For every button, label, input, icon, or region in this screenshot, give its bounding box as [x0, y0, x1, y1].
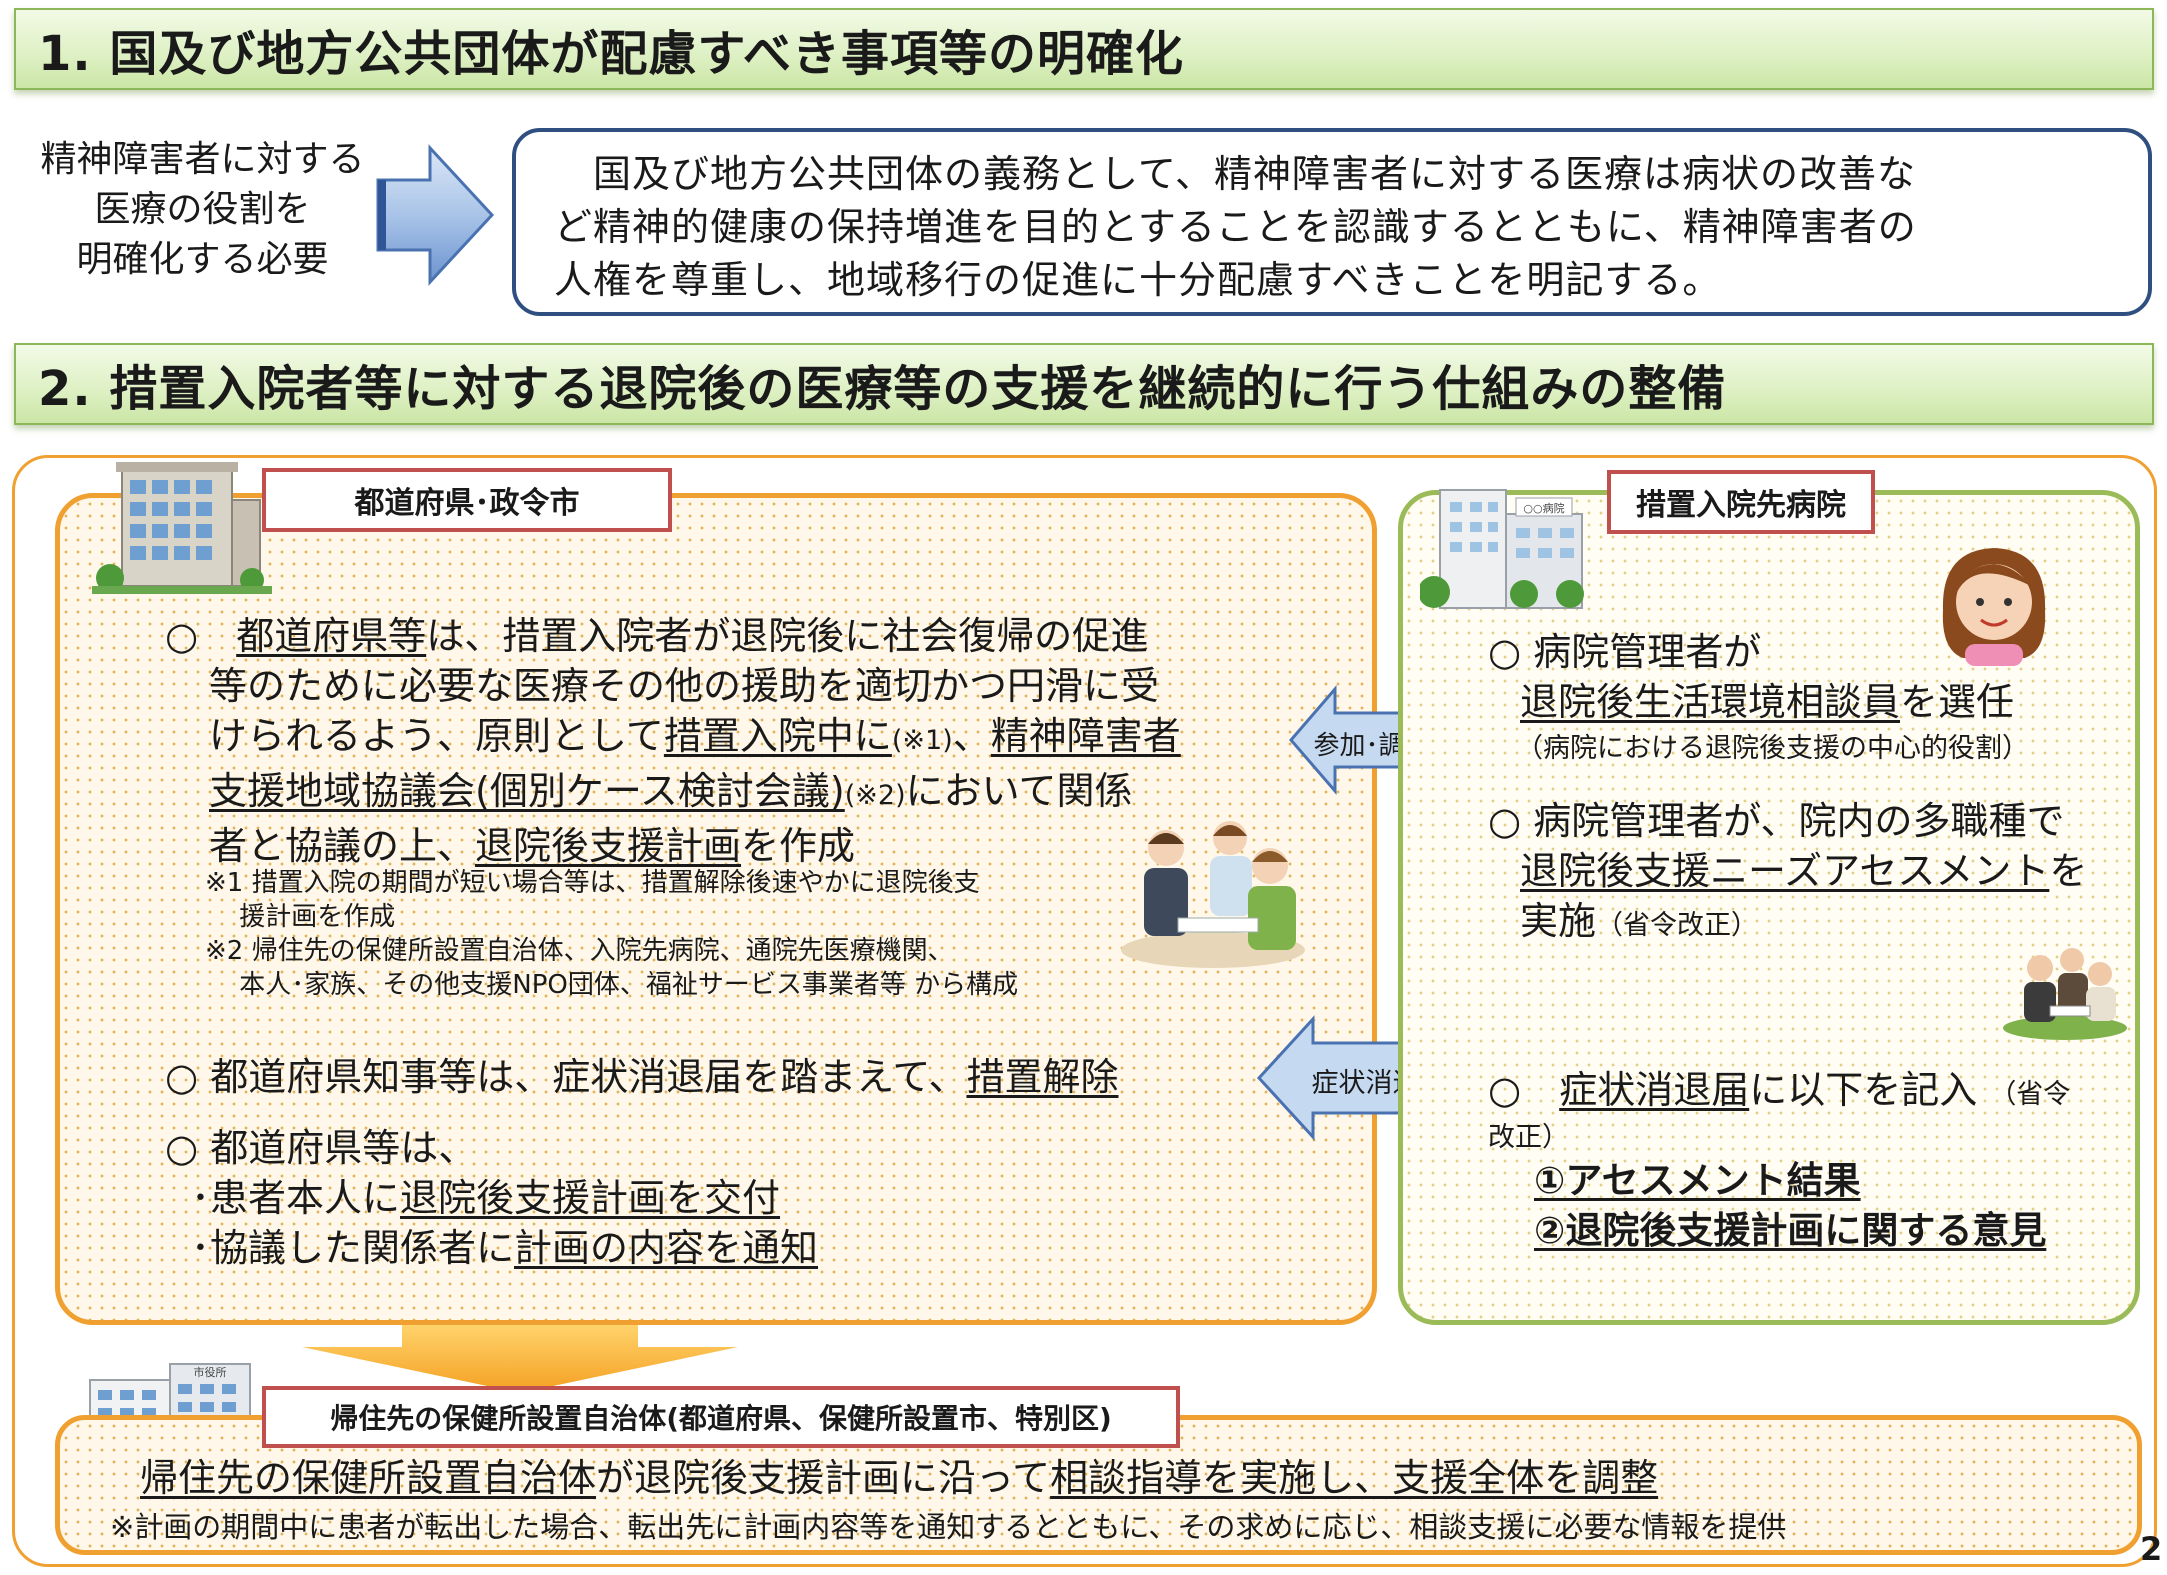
prefecture-paragraph-3: ○ 都道府県等は、 ･患者本人に退院後支援計画を交付 ･協議した関係者に計画の内…: [165, 1126, 819, 1270]
section2-title: 2. 措置入院者等に対する退院後の医療等の支援を継続的に行う仕組みの整備: [14, 343, 2154, 425]
hospital-paragraph-1: ○ 病院管理者が 退院後生活環境相談員を選任 （病院における退院後支援の中心的役…: [1488, 630, 2029, 764]
meeting-people-illustration: [1121, 821, 1305, 968]
prefecture-paragraph-2: ○ 都道府県知事等は、症状消退届を踏まえて、措置解除: [165, 1055, 1119, 1099]
section1-title: 1. 国及び地方公共団体が配慮すべき事項等の明確化: [14, 8, 2154, 90]
down-arrow-icon: [302, 1325, 738, 1393]
hospital-building-icon: ○○病院: [1420, 489, 1584, 609]
right-arrow-icon: [376, 144, 495, 286]
page-number: 2: [2140, 1530, 2163, 1568]
office-building-icon: [92, 462, 272, 594]
prefecture-notes: ※1 措置入院の期間が短い場合等は、措置解除後速やかに退院後支 援計画を作成 ※…: [205, 868, 1019, 1000]
destination-main-text: 帰住先の保健所設置自治体が退院後支援計画に沿って相談指導を実施し、支援全体を調整: [140, 1456, 1659, 1500]
hospital-panel: [1398, 490, 2140, 1325]
staff-team-illustration: [2003, 948, 2127, 1040]
hospital-paragraph-2: ○ 病院管理者が、院内の多職種で 退院後支援ニーズアセスメントを 実施（省令改正…: [1488, 799, 2088, 943]
hospital-paragraph-3: ○ 症状消退届に以下を記入 （省令 改正） ①アセスメント結果 ②退院後支援計画…: [1488, 1068, 2071, 1252]
prefecture-label: 都道府県･政令市: [262, 468, 672, 532]
section1-body-box: 国及び地方公共団体の義務として、精神障害者に対する医療は病状の改善な ど精神的健…: [512, 128, 2152, 316]
prefecture-paragraph-1: ○ 都道府県等は、措置入院者が退院後に社会復帰の促進 等のために必要な医療その他…: [165, 614, 1181, 868]
hospital-label: 措置入院先病院: [1607, 470, 1875, 534]
need-text: 精神障害者に対する 医療の役割を 明確化する必要: [40, 139, 365, 280]
destination-note: ※計画の期間中に患者が転出した場合、転出先に計画内容等を通知するとともに、その求…: [110, 1510, 1787, 1544]
city-hall-sign-text: 市役所: [194, 1365, 227, 1379]
staff-woman-avatar: [1942, 548, 2046, 666]
hospital-sign-text: ○○病院: [1523, 501, 1564, 515]
destination-label: 帰住先の保健所設置自治体(都道府県、保健所設置市、特別区): [262, 1386, 1180, 1448]
